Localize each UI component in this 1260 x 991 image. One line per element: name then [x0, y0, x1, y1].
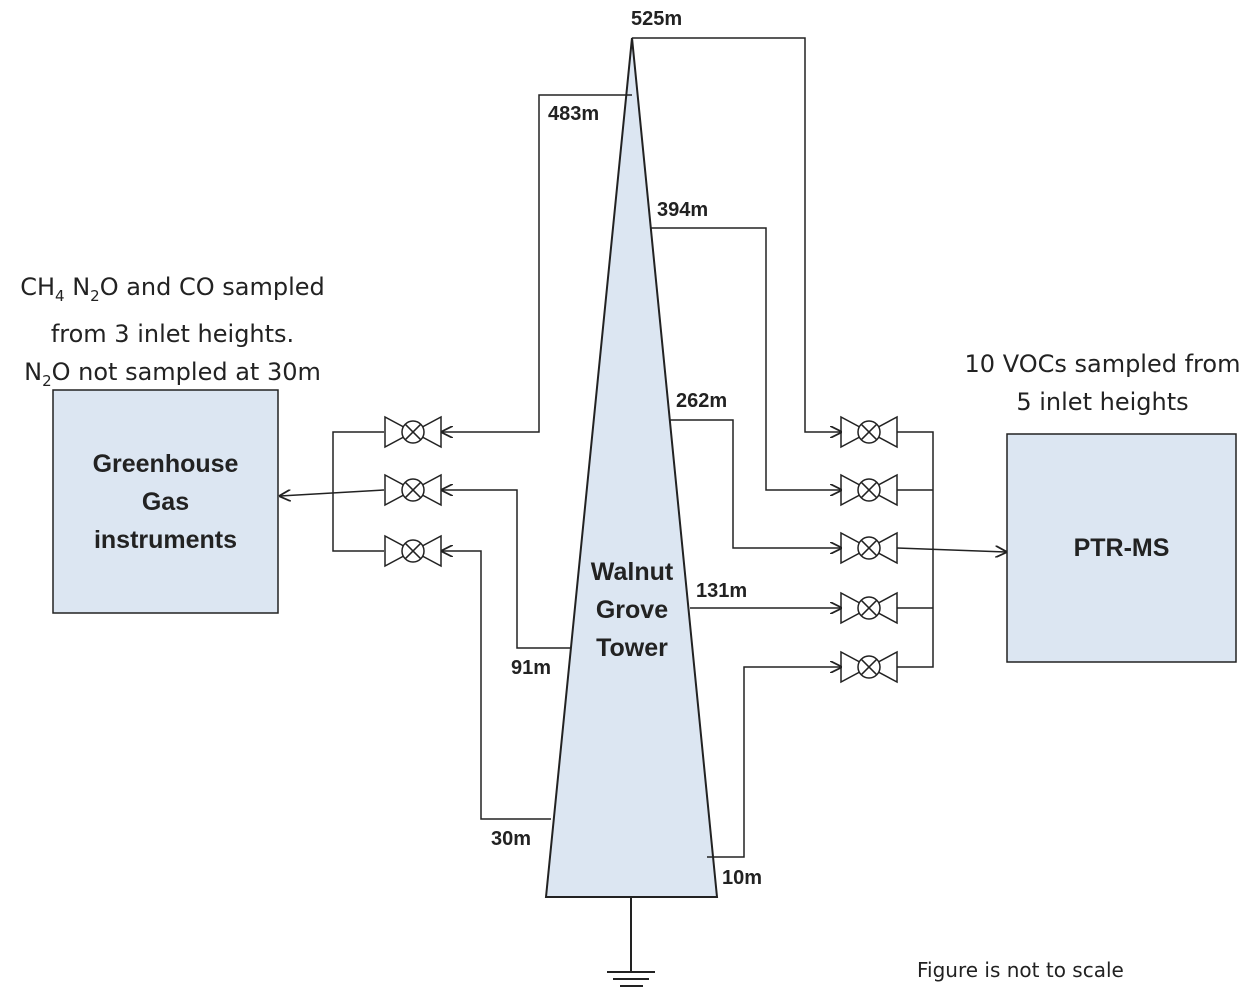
scale-footnote: Figure is not to scale: [917, 958, 1124, 982]
ptr-ms-box: [1006, 433, 1237, 663]
tower-label-line-1: Walnut: [590, 558, 674, 586]
ghg-note-line-2: from 3 inlet heights.: [50, 319, 295, 348]
tower-label: Walnut Grove Tower: [572, 553, 692, 667]
inlet-line-394m: [651, 227, 841, 490]
valve-right-3: [840, 531, 898, 565]
ptr-note-line-1: 10 VOCs sampled from: [964, 350, 1241, 378]
ptr-ms-label: PTR-MS: [1073, 534, 1170, 562]
left-manifold: [332, 431, 384, 552]
greenhouse-gas-box: [52, 389, 279, 614]
height-label-483m: 483m: [548, 103, 600, 125]
height-label-525m: 525m: [631, 8, 683, 30]
valve-left-3: [384, 534, 442, 568]
height-label-262m: 262m: [676, 390, 728, 412]
ghg-note-line-1: CH4 N2O and CO sampled: [20, 273, 325, 305]
height-label-91m: 91m: [511, 657, 552, 679]
inlet-line-30m: [442, 551, 551, 820]
valve-right-1: [840, 415, 898, 449]
height-label-394m: 394m: [657, 199, 709, 221]
valve-right-5: [840, 650, 898, 684]
height-label-131m: 131m: [696, 580, 748, 602]
ghg-label-line-3: instruments: [93, 525, 238, 554]
valve-right-4: [840, 591, 898, 625]
inlet-line-262m: [669, 419, 841, 548]
valve-right-2: [840, 473, 898, 507]
height-label-10m: 10m: [722, 867, 763, 889]
ghg-label-line-1: Greenhouse: [92, 449, 239, 478]
valve-left-1: [384, 415, 442, 449]
ptr-note: 10 VOCs sampled from 5 inlet heights: [950, 345, 1255, 421]
ghg-label-line-2: Gas: [141, 487, 190, 516]
inlet-line-10m: [707, 667, 841, 858]
ghg-note-line-3: N2O not sampled at 30m: [24, 357, 321, 390]
ptr-feed-arrow: [896, 548, 1006, 552]
tower-label-line-2: Grove: [595, 596, 669, 624]
inlet-line-91m: [442, 490, 571, 649]
ground-symbol: [607, 897, 655, 987]
valve-left-2: [384, 473, 442, 507]
inlet-line-525m: [632, 37, 841, 432]
greenhouse-gas-label: Greenhouse Gas instruments: [53, 390, 278, 613]
ghg-note: CH4 N2O and CO sampled from 3 inlet heig…: [0, 268, 345, 400]
height-label-30m: 30m: [491, 828, 532, 850]
ghg-feed-arrow: [280, 489, 385, 496]
inlet-line-483m: [442, 94, 632, 432]
tower-label-line-3: Tower: [596, 634, 668, 662]
tower-shape: [544, 37, 719, 898]
ptr-note-line-2: 5 inlet heights: [1016, 388, 1189, 416]
